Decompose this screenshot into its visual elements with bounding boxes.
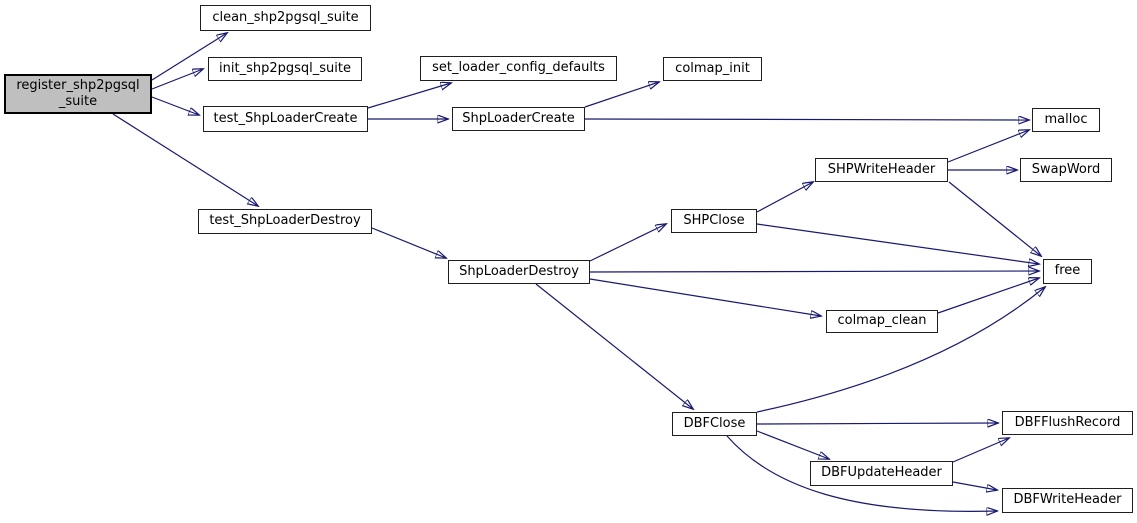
- node-shpclose[interactable]: SHPClose: [671, 209, 757, 233]
- node-swapword[interactable]: SwapWord: [1020, 158, 1112, 182]
- node-malloc[interactable]: malloc: [1032, 108, 1100, 132]
- edge-dbfupdateheader-to-dbfflushrecord: [952, 438, 1009, 463]
- edge-register-to-clean: [151, 33, 227, 81]
- node-free[interactable]: free: [1043, 259, 1092, 284]
- edge-dbfclose-to-dbfwriteheader: [726, 435, 997, 511]
- node-shploaderdestroy[interactable]: ShpLoaderDestroy: [448, 260, 590, 284]
- node-dbfupdateheader[interactable]: DBFUpdateHeader: [810, 461, 953, 486]
- edge-shploaderdestroy-to-free: [589, 271, 1039, 272]
- edge-shploadercreate-to-malloc: [584, 119, 1029, 120]
- node-set-loader-config-defaults[interactable]: set_loader_config_defaults: [420, 56, 617, 81]
- edge-shploadercreate-to-colmap-init: [584, 82, 659, 108]
- node-colmap-init[interactable]: colmap_init: [663, 57, 762, 81]
- edge-test-shploaderdestroy-to-shploaderdestroy: [371, 227, 446, 258]
- node-shpwriteheader[interactable]: SHPWriteHeader: [815, 158, 948, 182]
- node-register-shp2pgsql-suite: register_shp2pgsql _suite: [4, 74, 152, 114]
- edge-shpclose-to-free: [756, 223, 1039, 264]
- edge-dbfclose-to-dbfflushrecord: [756, 423, 998, 424]
- node-dbfflushrecord[interactable]: DBFFlushRecord: [1002, 411, 1133, 435]
- edge-shploaderdestroy-to-shpclose: [589, 224, 666, 262]
- node-test-shploadercreate[interactable]: test_ShpLoaderCreate: [203, 106, 368, 132]
- edge-register-to-test-shploadercreate: [151, 96, 199, 115]
- edge-shploaderdestroy-to-colmap-clean: [589, 278, 821, 316]
- node-dbfwriteheader[interactable]: DBFWriteHeader: [1002, 488, 1133, 513]
- edge-colmap-clean-to-free: [937, 278, 1039, 314]
- edge-shpclose-to-shpwriteheader: [756, 182, 813, 213]
- edge-dbfclose-to-free: [756, 287, 1045, 413]
- edge-register-to-test-shploaderdestroy: [112, 113, 258, 206]
- node-clean-shp2pgsql-suite[interactable]: clean_shp2pgsql_suite: [200, 5, 371, 31]
- edge-test-shploadercreate-to-set-loader-config-defaults: [367, 83, 451, 109]
- node-test-shploaderdestroy[interactable]: test_ShpLoaderDestroy: [198, 209, 372, 234]
- node-dbfclose[interactable]: DBFClose: [672, 412, 757, 436]
- node-colmap-clean[interactable]: colmap_clean: [826, 310, 938, 333]
- edge-shpwriteheader-to-free: [948, 181, 1041, 256]
- node-init-shp2pgsql-suite[interactable]: init_shp2pgsql_suite: [208, 57, 362, 81]
- edge-shpwriteheader-to-malloc: [947, 130, 1029, 163]
- edge-dbfclose-to-dbfupdateheader: [756, 430, 829, 459]
- edge-dbfupdateheader-to-dbfwriteheader: [952, 481, 997, 490]
- edge-register-to-init: [151, 69, 203, 90]
- node-shploadercreate[interactable]: ShpLoaderCreate: [452, 107, 585, 131]
- edge-shploaderdestroy-to-dbfclose: [535, 283, 693, 409]
